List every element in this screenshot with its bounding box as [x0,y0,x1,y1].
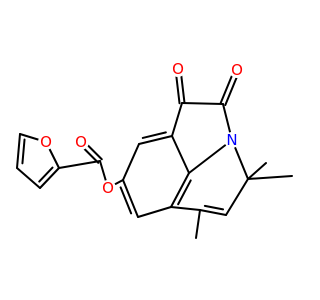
bond-f3-f4-b [21,138,26,165]
bond-c9-cme2 [247,162,267,180]
atom-background-n-ring [224,132,240,148]
atom-background-o-carbonyl-ester [73,134,89,150]
bond-c11-cme3 [195,209,201,239]
bond-c4-c5 [122,143,140,181]
bond-cc-f1 [58,160,101,169]
bond-c11-c7 [170,206,201,211]
bond-c5-c6-a [122,179,139,218]
bond-c1-c3 [171,102,183,137]
atom-label-n-ring: N [226,131,237,149]
atom-label-o-ester-link: O [102,179,114,197]
molecule-diagram: O O N O O O [16,60,293,239]
atom-background-o-oxo-2 [229,62,245,78]
bond-f1-f2-a [39,167,60,189]
bond-c3-c4-a [138,135,173,145]
atom-background-o-furan [38,134,54,150]
bond-c1-c2 [181,102,224,105]
bond-c7-c8-b [177,179,192,206]
atom-label-o-furan: O [40,133,52,151]
atom-background-o-ester-link [100,180,116,196]
bond-c10-c11-b [203,204,225,211]
bond-c9-cme1 [247,175,293,180]
bond-c5-c6-b [119,186,133,215]
bond-c7-c8-a [170,172,190,208]
atom-label-o-carbonyl-ester: O [75,133,87,151]
bond-layer [16,67,293,239]
bond-c10-c11-a [199,209,227,216]
bond-c8-n [188,139,233,174]
bond-c3-c4-b [141,131,167,139]
atom-background-o-oxo-1 [170,61,186,77]
bond-f3-f4-a [16,133,21,169]
bond-f1-f2-b [38,166,54,183]
bond-c6-c7 [137,206,172,218]
atom-label-o-oxo-1: O [172,60,184,78]
bond-f2-f3 [16,167,41,189]
atom-label-o-oxo-2: O [231,61,243,79]
bond-c8-c3 [171,135,190,174]
atom-layer: O O N O O O [38,60,245,197]
bond-c9-c10 [225,178,249,216]
